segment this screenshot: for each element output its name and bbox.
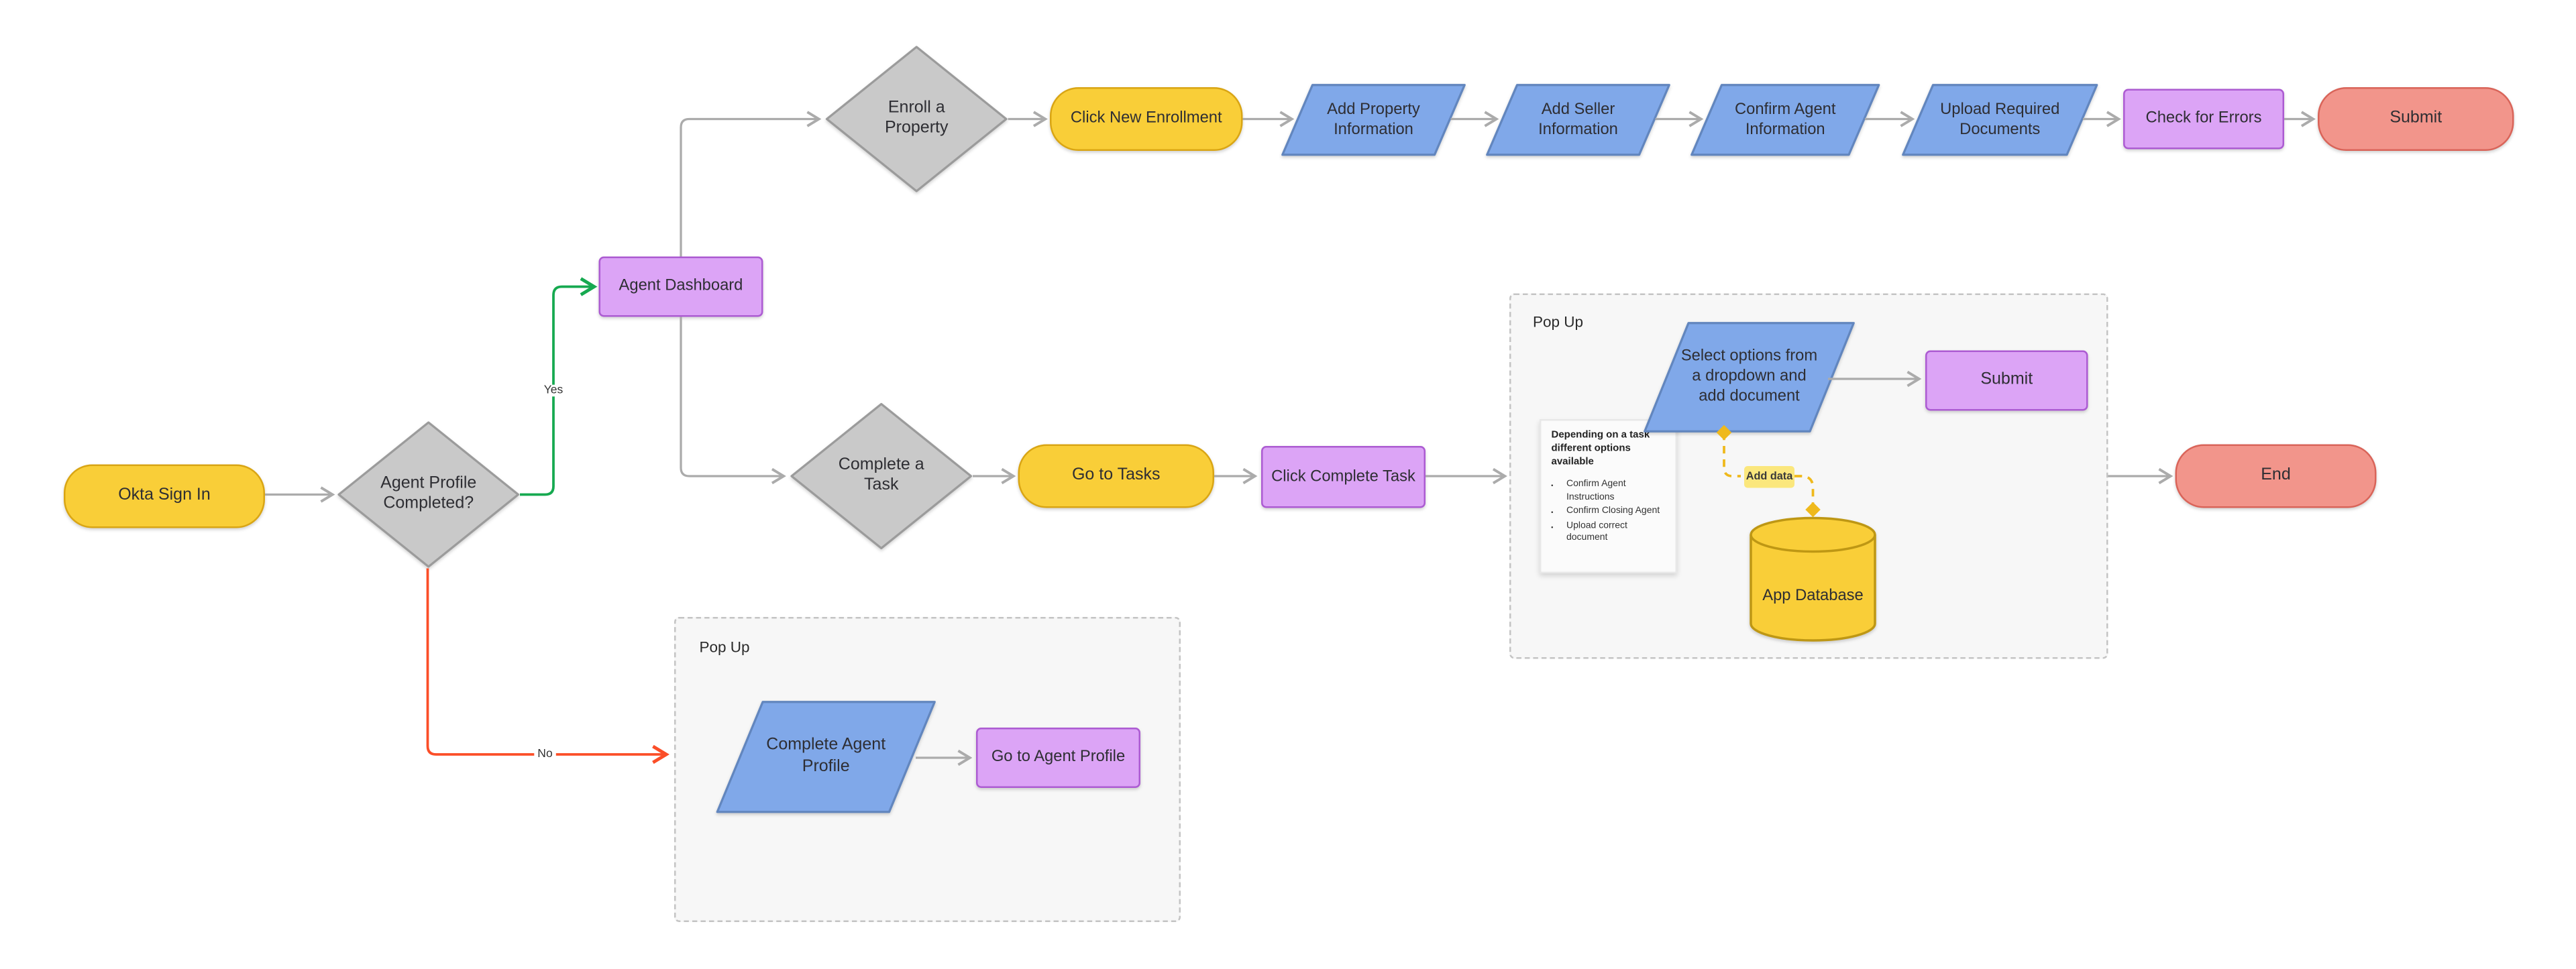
node-label: Click Complete Task bbox=[1271, 467, 1415, 486]
connector-dashboard-to-enroll bbox=[680, 111, 822, 257]
edge-label-add-data[interactable]: Add data bbox=[1744, 466, 1794, 488]
decision-agent-profile-completed[interactable]: Agent Profile Completed? bbox=[337, 421, 521, 569]
node-label: Select options from a dropdown and add d… bbox=[1680, 347, 1818, 406]
node-label: Go to Tasks bbox=[1071, 465, 1161, 484]
io-add-seller-information[interactable]: Add Seller Information bbox=[1486, 84, 1670, 156]
node-label: Confirm Agent Information bbox=[1734, 100, 1836, 139]
node-label: Add Seller Information bbox=[1538, 100, 1618, 139]
parallelogram-shape bbox=[1281, 84, 1466, 156]
parallelogram-shape bbox=[1486, 84, 1670, 156]
node-label: Okta Sign In bbox=[118, 486, 211, 504]
step-go-to-tasks[interactable]: Go to Tasks bbox=[1018, 444, 1214, 508]
parallelogram-shape bbox=[1690, 84, 1880, 156]
note-bullet: Confirm Closing Agent bbox=[1566, 507, 1669, 519]
node-label: Upload Required Documents bbox=[1940, 100, 2060, 139]
note-bullet: Confirm Agent Instructions bbox=[1566, 480, 1669, 504]
note-bullet-list: Confirm Agent Instructions Confirm Closi… bbox=[1552, 480, 1669, 546]
edge-label-no[interactable]: No bbox=[534, 748, 556, 760]
node-label: Go to Agent Profile bbox=[991, 748, 1126, 766]
node-label: Submit bbox=[2390, 108, 2443, 127]
node-label: Agent Profile Completed? bbox=[380, 473, 477, 513]
node-label: Complete Agent Profile bbox=[766, 736, 886, 776]
decision-complete-a-task[interactable]: Complete a Task bbox=[790, 402, 973, 550]
note-task-options[interactable]: Depending on a task different options av… bbox=[1540, 419, 1677, 573]
node-label: End bbox=[2261, 465, 2291, 484]
edge-label-yes[interactable]: Yes bbox=[540, 384, 567, 397]
node-label: Enroll a Property bbox=[884, 98, 949, 137]
process-click-complete-task[interactable]: Click Complete Task bbox=[1261, 446, 1426, 508]
popup-task-title: Pop Up bbox=[1533, 313, 1584, 331]
process-submit-task[interactable]: Submit bbox=[1925, 350, 2088, 411]
node-label: Submit bbox=[1980, 369, 2033, 389]
parallelogram-shape bbox=[1902, 84, 2098, 156]
node-label: Click New Enrollment bbox=[1070, 109, 1222, 128]
node-label: App Database bbox=[1762, 585, 1864, 605]
parallelogram-shape bbox=[1644, 322, 1855, 433]
parallelogram-shape bbox=[716, 701, 936, 813]
node-label: Add Property Information bbox=[1327, 100, 1420, 139]
note-bullet: Upload correct document bbox=[1566, 522, 1669, 546]
process-go-to-agent-profile[interactable]: Go to Agent Profile bbox=[976, 728, 1140, 788]
decision-enroll-a-property[interactable]: Enroll a Property bbox=[825, 46, 1008, 193]
note-title: Depending on a task different options av… bbox=[1551, 431, 1650, 468]
diamond-shape bbox=[825, 46, 1008, 192]
start-okta-sign-in[interactable]: Okta Sign In bbox=[64, 464, 265, 528]
node-label: Agent Dashboard bbox=[619, 276, 743, 296]
io-add-property-information[interactable]: Add Property Information bbox=[1281, 84, 1466, 156]
process-check-for-errors[interactable]: Check for Errors bbox=[2123, 89, 2284, 150]
node-label: Check for Errors bbox=[2145, 109, 2262, 128]
io-select-options[interactable]: Select options from a dropdown and add d… bbox=[1644, 322, 1855, 433]
terminator-submit-enrollment[interactable]: Submit bbox=[2318, 87, 2514, 151]
cylinder-rim bbox=[1750, 534, 1876, 553]
terminator-end[interactable]: End bbox=[2175, 444, 2377, 508]
io-complete-agent-profile[interactable]: Complete Agent Profile bbox=[716, 701, 936, 813]
io-confirm-agent-information[interactable]: Confirm Agent Information bbox=[1690, 84, 1880, 156]
connector-no-branch bbox=[426, 568, 669, 764]
connector-dashboard-to-task bbox=[680, 317, 786, 485]
node-label: Complete a Task bbox=[838, 455, 924, 495]
io-upload-required-documents[interactable]: Upload Required Documents bbox=[1902, 84, 2098, 156]
step-click-new-enrollment[interactable]: Click New Enrollment bbox=[1050, 87, 1243, 151]
database-app-database[interactable]: App Database bbox=[1750, 516, 1877, 642]
diamond-shape bbox=[337, 421, 520, 568]
popup-profile-title: Pop Up bbox=[699, 638, 750, 656]
diamond-shape bbox=[790, 402, 973, 550]
process-agent-dashboard[interactable]: Agent Dashboard bbox=[598, 256, 763, 317]
